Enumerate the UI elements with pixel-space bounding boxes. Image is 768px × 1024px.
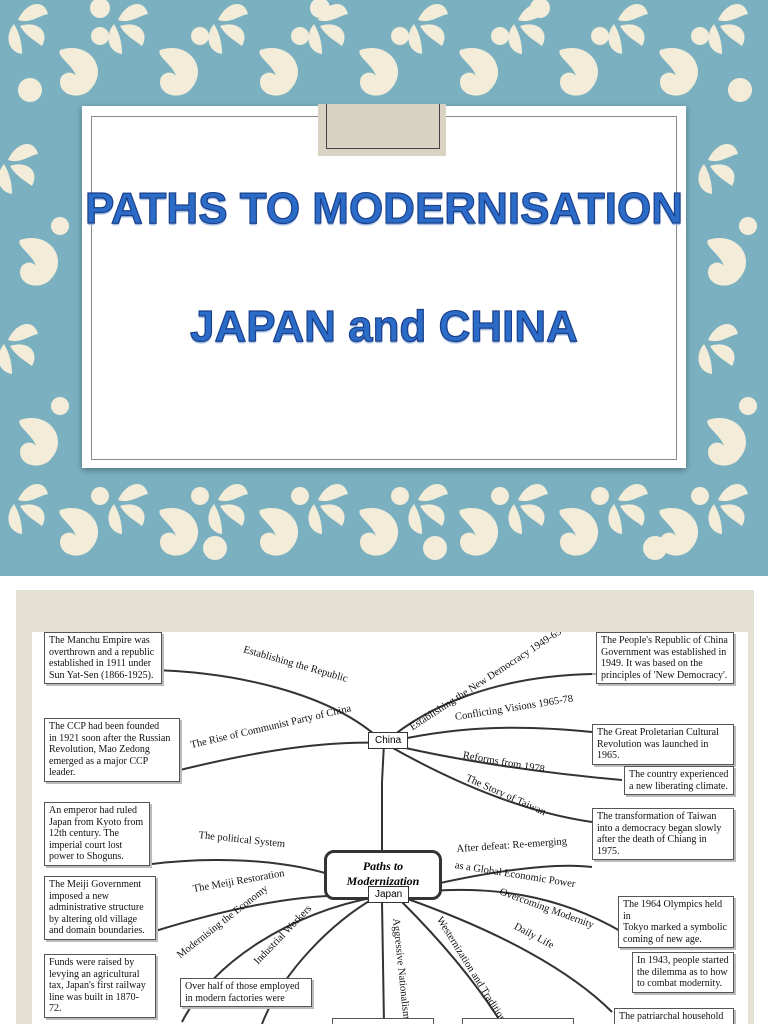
title-card-tab	[318, 104, 446, 156]
central-topic-line2: Modernization	[346, 874, 420, 888]
title-slide: PATHS TO MODERNISATION JAPAN and CHINA	[0, 0, 768, 576]
central-topic-line1: Paths to	[362, 859, 404, 873]
japan-node: Japan	[368, 886, 410, 903]
mindmap-page: Paths to Modernization China Japan Estab…	[32, 632, 748, 1024]
note-patriarchal: The patriarchal household	[614, 1008, 734, 1024]
china-node: China	[368, 732, 409, 749]
mindmap-slide: Paths to Modernization China Japan Estab…	[0, 576, 768, 1024]
note-partial-bottom-2	[462, 1018, 574, 1024]
title-card-border	[91, 116, 677, 460]
leaf-pattern-background	[0, 0, 757, 560]
slide-subtitle: JAPAN and CHINA	[189, 301, 578, 351]
slide-title: PATHS TO MODERNISATION	[84, 183, 684, 233]
title-card: PATHS TO MODERNISATION JAPAN and CHINA	[82, 104, 686, 468]
note-partial-bottom	[332, 1018, 434, 1024]
